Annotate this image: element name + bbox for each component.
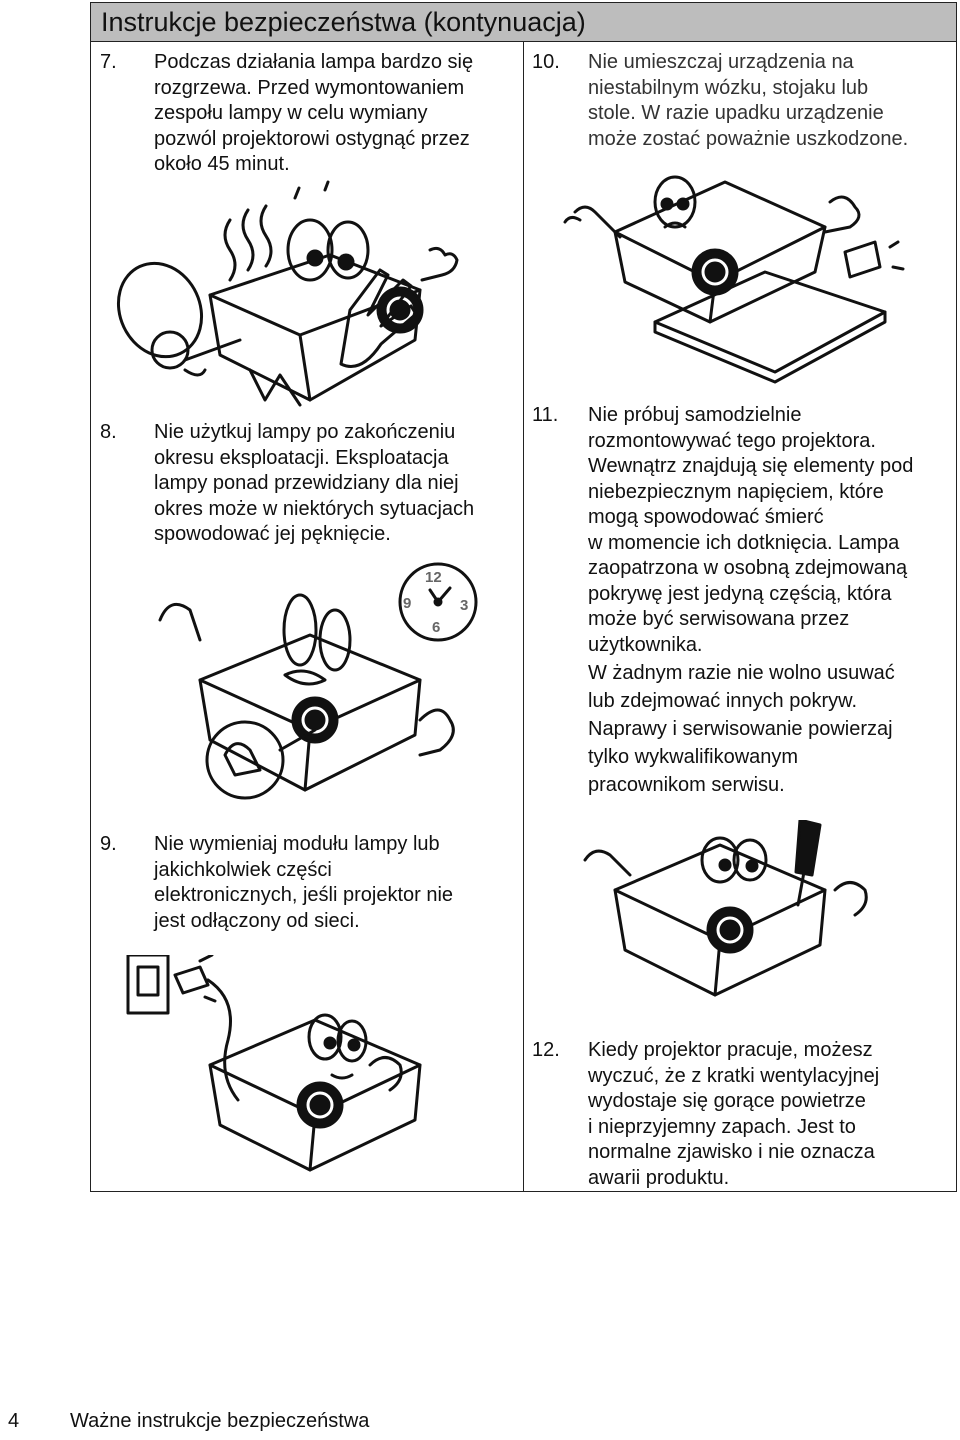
- item-text: Nie umieszczaj urządzenia na niestabilny…: [588, 51, 909, 150]
- footer-section-title: Ważne instrukcje bezpieczeństwa: [70, 1410, 370, 1432]
- item-number: 10.: [532, 51, 560, 73]
- clock-label-12: 12: [425, 569, 442, 586]
- unplug-illustration: [126, 955, 422, 1172]
- item-text: Nie wymieniaj modułu lampy lub jakichkol…: [154, 833, 454, 932]
- item-number: 8.: [100, 421, 117, 443]
- item-text: Kiedy projektor pracuje, możesz wyczuć, …: [588, 1039, 880, 1189]
- section-title: Instrukcje bezpieczeństwa (kontynuacja): [101, 7, 586, 37]
- item-number: 9.: [100, 833, 117, 855]
- safety-instructions-frame: Instrukcje bezpieczeństwa (kontynuacja): [90, 2, 957, 1192]
- item-text: Podczas działania lampa bardzo się rozgr…: [154, 51, 474, 175]
- clock-label-9: 9: [403, 595, 411, 612]
- clock-label-3: 3: [460, 597, 468, 614]
- falling-projector-illustration: [563, 175, 905, 384]
- lamp-lifetime-illustration: 12 3 6 9: [158, 562, 478, 800]
- item-text-block: Nie próbuj samodzielnie rozmontowywać te…: [588, 403, 948, 799]
- page-number: 4: [8, 1410, 20, 1432]
- screwdriver-illustration: [583, 820, 868, 997]
- section-header: Instrukcje bezpieczeństwa (kontynuacja): [91, 3, 956, 42]
- item-text: Nie próbuj samodzielnie rozmontowywać te…: [588, 404, 914, 656]
- clock-label-6: 6: [432, 619, 440, 636]
- item-number: 12.: [532, 1039, 560, 1061]
- item-text-extra: W żadnym razie nie wolno usuwać lub zdej…: [588, 662, 895, 796]
- column-divider: [523, 41, 524, 1191]
- item-number: 11.: [532, 404, 559, 426]
- hot-projector-illustration: [116, 180, 459, 407]
- item-number: 7.: [100, 51, 117, 73]
- item-text: Nie użytkuj lampy po zakończeniu okresu …: [154, 421, 475, 545]
